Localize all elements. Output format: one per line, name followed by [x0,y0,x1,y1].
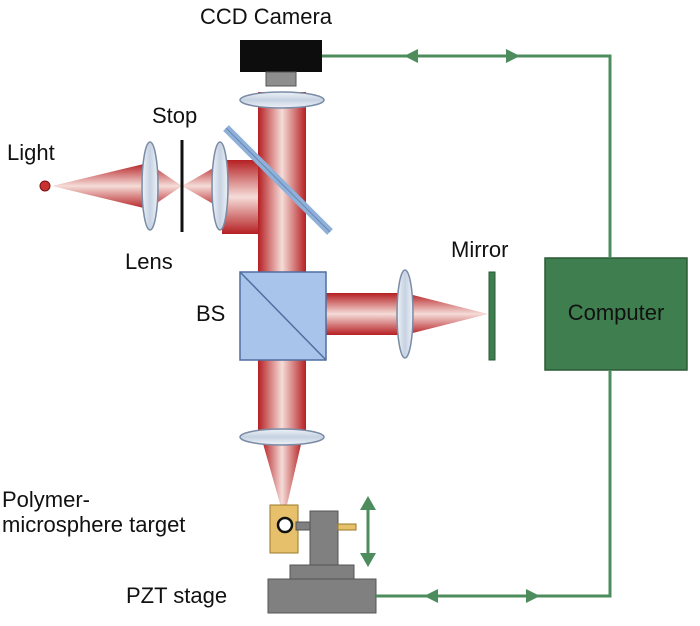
ccd-camera-lens [265,71,297,87]
light-beam-cone-1 [52,163,148,209]
ccd-camera-body [240,40,322,72]
mirror-focus-cone [405,293,488,335]
mirror-label: Mirror [451,237,509,262]
wire-arrow-left-bottom-icon [424,589,438,603]
computer-label: Computer [567,300,665,325]
lens-1-icon [141,141,159,231]
stage-to-computer-wire [376,370,612,598]
wire-arrow-right-icon [506,49,520,63]
computer-box [544,257,688,371]
camera-lens-icon [239,91,325,109]
mirror-beam [325,293,405,335]
wire-arrow-left-icon [404,49,418,63]
pzt-step [289,564,355,580]
motion-arrow-down-icon [360,553,376,567]
wire-arrow-right-bottom-icon [526,589,540,603]
pzt-stage-label: PZT stage [126,583,228,608]
lens-label: Lens [125,249,173,274]
beam-splitter-diagonal [239,271,327,361]
main-beam-lower [258,360,306,440]
mirror-lens-icon [396,269,414,359]
target-label-line2: microsphere target [2,512,186,537]
bs-label: BS [196,301,226,326]
motion-arrow-up-icon [360,496,376,510]
mirror-icon [488,271,496,361]
light-label: Light [7,140,55,165]
ccd-camera-label: CCD Camera [200,4,333,29]
target-label-line1: Polymer- [2,487,91,512]
pzt-pin [337,523,357,531]
focus-cone-to-target [262,440,302,518]
reflector-plate-edge [225,127,331,233]
stop-label: Stop [152,103,198,128]
pzt-mount-block [309,510,339,566]
camera-to-computer-wire [322,54,612,258]
lens-2-icon [211,141,229,231]
objective-lens-icon [239,428,325,446]
pzt-stage-base [267,578,377,614]
microsphere-icon [276,516,294,534]
light-source-icon [39,180,51,192]
pzt-mount-arm [295,521,311,531]
